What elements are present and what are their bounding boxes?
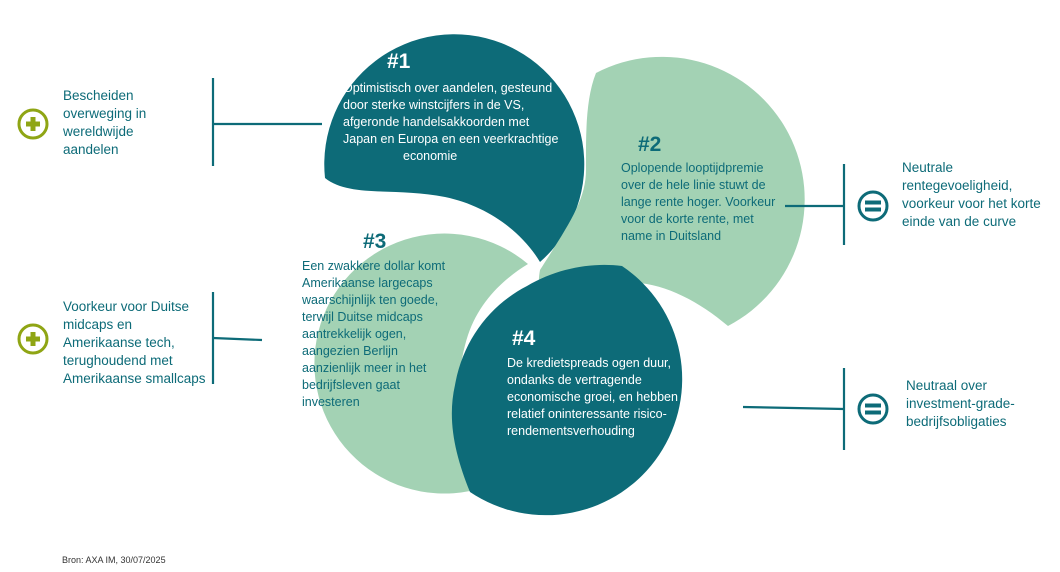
petal-1-text: Optimistisch over aandelen, gesteund doo… (343, 80, 558, 165)
petal-2-number: #2 (638, 133, 662, 156)
petal-1-shape (324, 34, 585, 263)
text-line: ondanks de vertragende (507, 373, 642, 387)
text-line: Neutrale (902, 160, 954, 175)
text-line: afgeronde handelsakkoorden met (343, 115, 530, 129)
text-line: terwijl Duitse midcaps (302, 310, 423, 324)
side-label-1: Bescheiden overweging in wereldwijde aan… (63, 87, 146, 159)
petal-4-text: De kredietspreads ogen duur, ondanks de … (507, 355, 702, 440)
text-line: relatief oninteressante risico- (507, 407, 667, 421)
text-line: bedrijfsobligaties (906, 414, 1007, 429)
connector-4 (742, 405, 845, 411)
text-line: lange rente hoger. Voorkeur (621, 195, 776, 209)
text-line: Neutraal over (906, 378, 988, 393)
text-line: aangezien Berlijn (302, 344, 398, 358)
text-line: aandelen (63, 142, 119, 157)
text-line: Voorkeur voor Duitse (63, 299, 190, 314)
text-line: overweging in (63, 106, 147, 121)
text-line: bedrijfsleven gaat (302, 378, 400, 392)
text-line: economie (403, 149, 458, 163)
source-note: Bron: AXA IM, 30/07/2025 (62, 555, 166, 565)
text-line: Amerikaanse tech, (63, 335, 175, 350)
text-line: name in Duitsland (621, 229, 722, 243)
text-line: wereldwijde (63, 124, 134, 139)
plus-icon (17, 108, 49, 140)
text-line: voor de korte rente, met (621, 212, 754, 226)
text-line: Oplopende looptijdpremie (621, 161, 764, 175)
text-line: voorkeur voor het korte (902, 196, 1041, 211)
side-label-2: Neutrale rentegevoeligheid, voorkeur voo… (902, 159, 1041, 231)
petal-3-text: Een zwakkere dollar komt Amerikaanse lar… (302, 258, 445, 411)
text-line: Amerikaanse largecaps (302, 276, 433, 290)
petal-2-text: Oplopende looptijdpremie over de hele li… (621, 160, 775, 245)
petal-1-number: #1 (387, 50, 411, 73)
plus-icon (17, 323, 49, 355)
text-line: midcaps en (63, 317, 133, 332)
text-line: waarschijnlijk ten goede, (302, 293, 439, 307)
side-label-4: Neutraal over investment-grade- bedrijfs… (906, 377, 1015, 431)
text-line: over de hele linie stuwt de (621, 178, 766, 192)
side-label-3: Voorkeur voor Duitse midcaps en Amerikaa… (63, 298, 206, 388)
connector-3 (212, 336, 263, 342)
equals-icon (857, 393, 889, 425)
text-line: aanzienlijk meer in het (302, 361, 427, 375)
text-line: Een zwakkere dollar komt (302, 259, 446, 273)
text-line: aantrekkelijk ogen, (302, 327, 407, 341)
text-line: investeren (302, 395, 360, 409)
text-line: Optimistisch over aandelen, gesteund (343, 81, 553, 95)
text-line: De kredietspreads ogen duur, (507, 356, 671, 370)
text-line: Amerikaanse smallcaps (63, 371, 206, 386)
petal-2-shape (538, 56, 805, 327)
petal-4-shape (451, 264, 683, 516)
text-line: terughoudend met (63, 353, 173, 368)
petal-3-shape (314, 233, 528, 494)
text-line: einde van de curve (902, 214, 1017, 229)
text-line: Bescheiden (63, 88, 134, 103)
text-line: rentegevoeligheid, (902, 178, 1013, 193)
petal-3-number: #3 (363, 230, 387, 253)
petal-4-number: #4 (512, 327, 536, 350)
text-line: economische groei, en hebben een (507, 390, 703, 404)
text-line: investment-grade- (906, 396, 1015, 411)
text-line: Japan en Europa en een veerkrachtige (343, 132, 559, 146)
text-line: rendementsverhouding (507, 424, 635, 438)
text-line: door sterke winstcijfers in de VS, (343, 98, 525, 112)
equals-icon (857, 190, 889, 222)
